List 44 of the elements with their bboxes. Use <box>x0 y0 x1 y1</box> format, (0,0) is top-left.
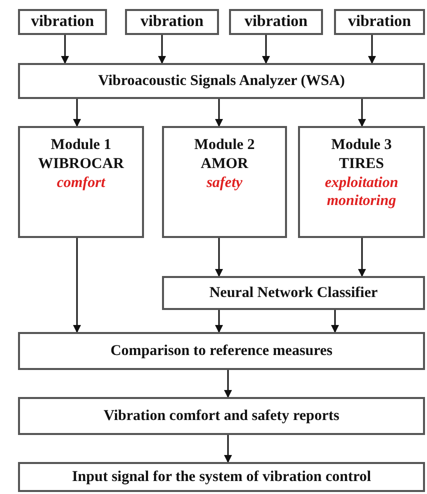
process-box <box>18 462 425 492</box>
arrow <box>215 238 223 277</box>
arrow <box>158 35 166 64</box>
module-role: safety <box>206 174 242 192</box>
box-label: Vibroacoustic Signals Analyzer (WSA) <box>98 72 345 90</box>
box-label: vibration <box>30 12 94 32</box>
process-box <box>162 276 425 310</box>
box-label: vibration <box>244 12 308 32</box>
process-box <box>18 63 425 99</box>
process-box <box>298 126 425 238</box>
arrow <box>368 35 376 64</box>
process-box <box>18 397 425 435</box>
box-label: Comparison to reference measures <box>110 342 333 360</box>
module-role: comfort <box>56 174 106 192</box>
arrow <box>262 35 270 64</box>
box-label: AMOR <box>200 154 248 174</box>
process-box <box>18 332 425 370</box>
process-box <box>18 126 144 238</box>
arrow <box>331 310 339 333</box>
arrow <box>358 238 366 277</box>
box-label: Vibration comfort and safety reports <box>104 406 340 426</box>
box-label: Module 3 <box>331 136 392 155</box>
arrow <box>224 435 232 463</box>
process-box <box>18 9 107 35</box>
arrow <box>61 35 69 64</box>
module-role: exploitation monitoring <box>324 174 400 211</box>
arrow <box>224 370 232 398</box>
arrow <box>73 99 81 127</box>
process-box <box>334 9 425 35</box>
process-box <box>229 9 323 35</box>
box-label: Module 1 <box>50 136 112 155</box>
box-label: Input signal for the system of vibration control <box>72 468 372 486</box>
arrow <box>215 310 223 333</box>
box-label: Neural Network Classifier <box>209 284 378 302</box>
arrow <box>73 238 81 333</box>
box-label: vibration <box>348 12 412 32</box>
box-label: Module 2 <box>194 136 255 155</box>
box-label: TIRES <box>338 154 384 174</box>
box-label: WIBROCAR <box>38 154 124 174</box>
arrow <box>358 99 366 127</box>
process-box <box>125 9 219 35</box>
process-box <box>162 126 287 238</box>
box-label: vibration <box>140 12 204 32</box>
arrow <box>215 99 223 127</box>
